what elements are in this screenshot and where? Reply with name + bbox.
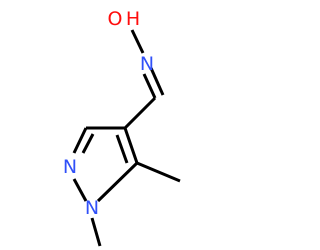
bond-o-n xyxy=(130,29,145,54)
atom-oxygen-label: O xyxy=(108,8,123,30)
atom-nitrogen-n2-label: N xyxy=(63,156,77,178)
atom-hydrogen-label: H xyxy=(126,8,140,30)
bond-c3-n2 xyxy=(72,127,88,154)
bond-c4-c5 xyxy=(123,127,139,164)
bond-n2-n1 xyxy=(72,178,88,202)
bond-c5-methyl xyxy=(136,161,181,183)
bond-n1-methyl xyxy=(90,217,102,247)
bond-n-c-double-1 xyxy=(142,73,157,99)
atom-nitrogen-n1-label: N xyxy=(85,197,99,219)
bonds xyxy=(72,29,181,247)
bond-c3-n2-inner xyxy=(81,133,95,154)
bond-n1-c5 xyxy=(96,161,139,203)
bond-n-c-double-2 xyxy=(149,67,165,96)
atom-nitrogen-oxime-label: N xyxy=(140,53,154,75)
bond-c4-c5-inner xyxy=(115,134,129,164)
molecule-diagram: O H N N N xyxy=(63,8,181,247)
atom-labels: O H N N N xyxy=(63,8,154,219)
bond-ch-c4 xyxy=(123,96,157,130)
